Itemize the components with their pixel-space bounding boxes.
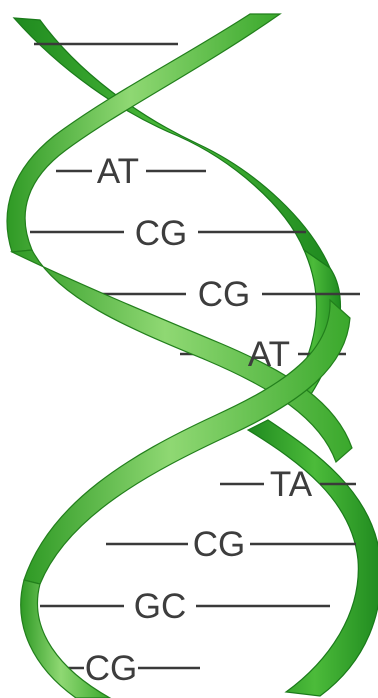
front-strand-segment-middle [12,250,352,462]
base-pair-label: CG [135,214,188,253]
base-pair-label: TA [270,465,313,504]
base-pair-label: GC [134,587,187,626]
back-strand-segment-lower [248,420,378,696]
base-pair-label: CG [193,525,246,564]
base-pair-label: AT [97,152,139,191]
base-pair-label: CG [198,275,251,314]
base-pair-label: AT [248,335,290,374]
base-pair-label: CG [85,649,138,688]
